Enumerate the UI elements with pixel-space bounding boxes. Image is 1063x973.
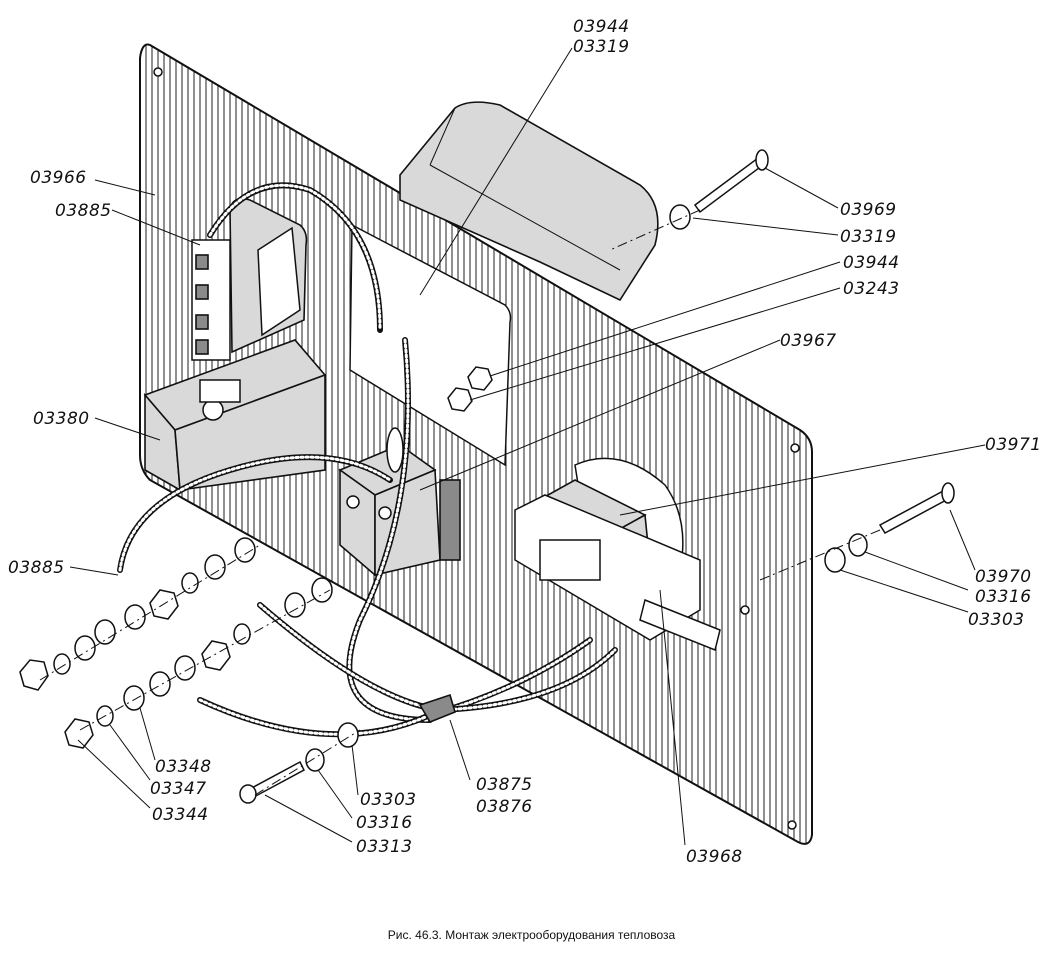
label-03243: 03243 (843, 279, 900, 299)
label-03344: 03344 (152, 805, 209, 825)
label-03885-top: 03885 (55, 201, 112, 221)
washer-03303-right (824, 547, 846, 573)
label-03966: 03966 (30, 168, 87, 188)
label-03971: 03971 (985, 435, 1042, 455)
coil-assembly (514, 457, 721, 652)
terminal-box (143, 339, 327, 492)
nut-03243 (447, 387, 473, 412)
plate-hole-bottom-right (787, 820, 797, 830)
contactor-block (338, 444, 461, 577)
label-03313: 03313 (356, 837, 413, 857)
washer-03303-bottom (337, 722, 359, 748)
relay-block (191, 197, 308, 361)
washer-03319-right (669, 204, 691, 230)
hardware-stack-upper (19, 537, 256, 691)
label-03303-bottom: 03303 (360, 790, 417, 810)
nut-03944 (467, 366, 493, 391)
label-03944-right: 03944 (843, 253, 900, 273)
hardware-stack-lower (64, 577, 333, 749)
figure-caption: Рис. 46.3. Монтаж электрооборудования те… (387, 928, 676, 942)
wiring-harness (117, 182, 618, 738)
label-03967: 03967 (780, 331, 837, 351)
label-03969: 03969 (840, 200, 897, 220)
label-03944-top: 03944 (573, 17, 630, 37)
bolt-03969 (693, 149, 769, 214)
label-03876: 03876 (476, 797, 533, 817)
label-03303-right: 03303 (968, 610, 1025, 630)
label-03875: 03875 (476, 775, 533, 795)
plate-hole-top-left (153, 67, 163, 77)
bolt-03970 (878, 482, 955, 534)
label-03319-top: 03319 (573, 37, 630, 57)
washer-03316-bottom (305, 748, 325, 772)
washer-03316-right (848, 533, 868, 557)
screw-03313 (239, 760, 305, 804)
cover-housing (399, 101, 659, 302)
label-03319-right: 03319 (840, 227, 897, 247)
leader-lines (69, 47, 986, 846)
inner-panel (349, 223, 512, 467)
label-03968: 03968 (686, 847, 743, 867)
plate-hole-top-right (790, 443, 800, 453)
label-03316-right: 03316 (975, 587, 1032, 607)
plate-hole-mid (740, 605, 750, 615)
label-03970: 03970 (975, 567, 1032, 587)
label-03348: 03348 (155, 757, 212, 777)
label-03316-bottom: 03316 (356, 813, 413, 833)
label-03885-left: 03885 (8, 558, 65, 578)
label-03380: 03380 (33, 409, 90, 429)
label-03347: 03347 (150, 779, 207, 799)
